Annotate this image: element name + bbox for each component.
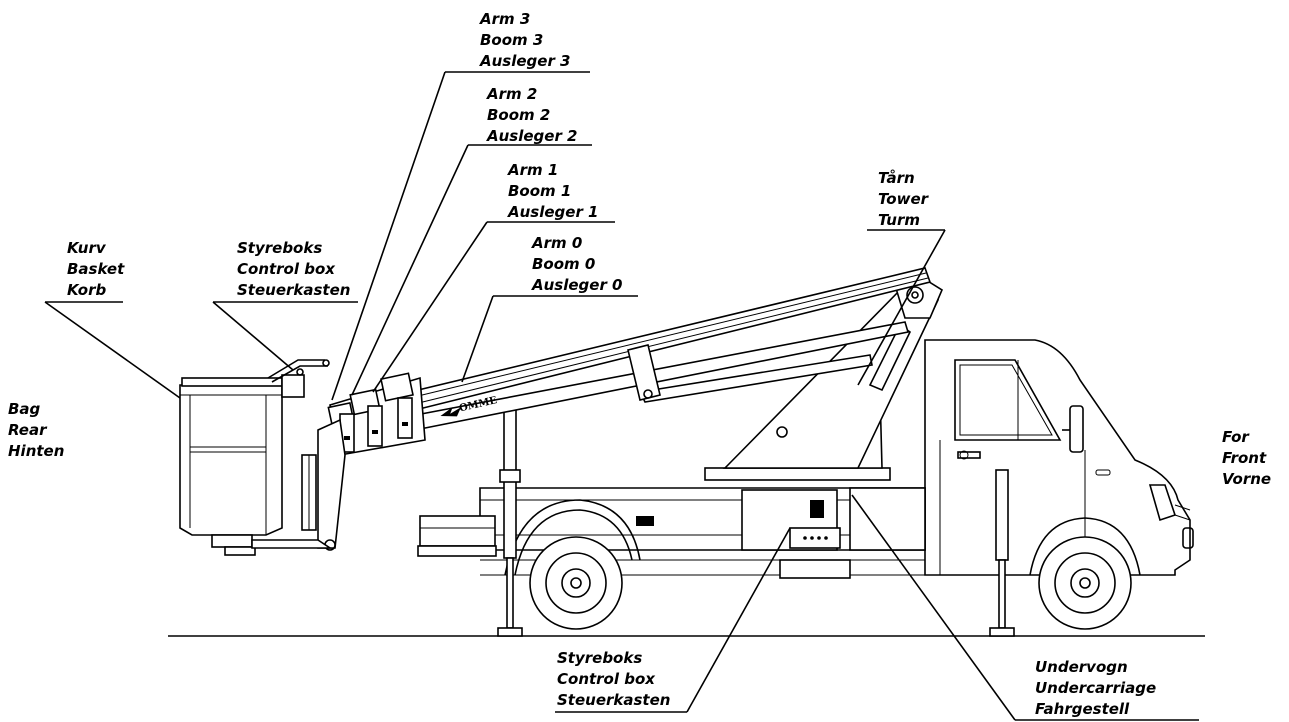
label-undercarriage: Undervogn Undercarriage Fahrgestell: [1035, 658, 1156, 718]
label-basket-line2: Basket: [67, 260, 125, 278]
front-wheel: [1038, 536, 1132, 630]
label-arm2: Arm 2 Boom 2 Ausleger 2: [486, 85, 578, 145]
label-front-line3: Vorne: [1222, 470, 1271, 488]
label-basket-line1: Kurv: [67, 239, 107, 257]
label-arm3-line3: Ausleger 3: [479, 52, 571, 70]
label-tower: Tårn Tower Turm: [878, 169, 930, 229]
label-undercarriage-line2: Undercarriage: [1035, 679, 1156, 697]
control-box-basket: [267, 359, 330, 398]
label-arm2-line1: Arm 2: [486, 85, 537, 103]
label-undercarriage-line3: Fahrgestell: [1035, 700, 1130, 718]
label-rear-line2: Rear: [8, 421, 48, 439]
label-control-box-bottom: Styreboks Control box Steuerkasten: [557, 649, 670, 709]
label-basket-line3: Korb: [67, 281, 107, 299]
basket: [179, 359, 333, 556]
front-outrigger: [989, 469, 1015, 637]
label-arm3: Arm 3 Boom 3 Ausleger 3: [479, 10, 571, 70]
truck-cab: [924, 339, 1191, 576]
label-front-line2: Front: [1222, 449, 1267, 467]
label-arm0: Arm 0 Boom 0 Ausleger 0: [531, 234, 623, 294]
label-arm2-line2: Boom 2: [487, 106, 550, 124]
label-front: For Front Vorne: [1222, 428, 1271, 488]
label-control-box-top: Styreboks Control box Steuerkasten: [237, 239, 350, 299]
door-handle: [957, 451, 981, 459]
label-rear: Bag Rear Hinten: [8, 400, 64, 460]
label-control-box-top-line2: Control box: [237, 260, 336, 278]
label-control-box-top-line3: Steuerkasten: [237, 281, 350, 299]
label-arm1-line3: Ausleger 1: [507, 203, 599, 221]
label-front-line1: For: [1222, 428, 1250, 446]
label-arm1-line1: Arm 1: [507, 161, 558, 179]
label-arm1-line2: Boom 1: [508, 182, 571, 200]
label-control-box-bottom-line3: Steuerkasten: [557, 691, 670, 709]
label-arm3-line2: Boom 3: [480, 31, 543, 49]
leader-lines: [44, 71, 1199, 721]
label-arm0-line2: Boom 0: [532, 255, 595, 273]
label-rear-line1: Bag: [8, 400, 41, 418]
label-control-box-bottom-line1: Styreboks: [557, 649, 642, 667]
label-arm3-line1: Arm 3: [479, 10, 530, 28]
label-arm2-line3: Ausleger 2: [486, 127, 578, 145]
rear-wheel: [529, 536, 623, 630]
boom: OMME: [301, 267, 932, 551]
truck: [417, 339, 1194, 637]
label-undercarriage-line1: Undervogn: [1035, 658, 1128, 676]
label-arm1: Arm 1 Boom 1 Ausleger 1: [507, 161, 599, 221]
side-mirror: [1069, 405, 1084, 453]
label-control-box-bottom-line2: Control box: [557, 670, 656, 688]
label-arm0-line3: Ausleger 0: [531, 276, 623, 294]
label-tower-line1: Tårn: [878, 169, 915, 187]
rear-outrigger: [497, 407, 523, 637]
label-tower-line3: Turm: [878, 211, 920, 229]
label-control-box-top-line1: Styreboks: [237, 239, 322, 257]
label-rear-line3: Hinten: [8, 442, 64, 460]
label-tower-line2: Tower: [878, 190, 930, 208]
label-arm0-line1: Arm 0: [531, 234, 582, 252]
cab-window: [954, 359, 1062, 441]
label-basket: Kurv Basket Korb: [67, 239, 125, 299]
